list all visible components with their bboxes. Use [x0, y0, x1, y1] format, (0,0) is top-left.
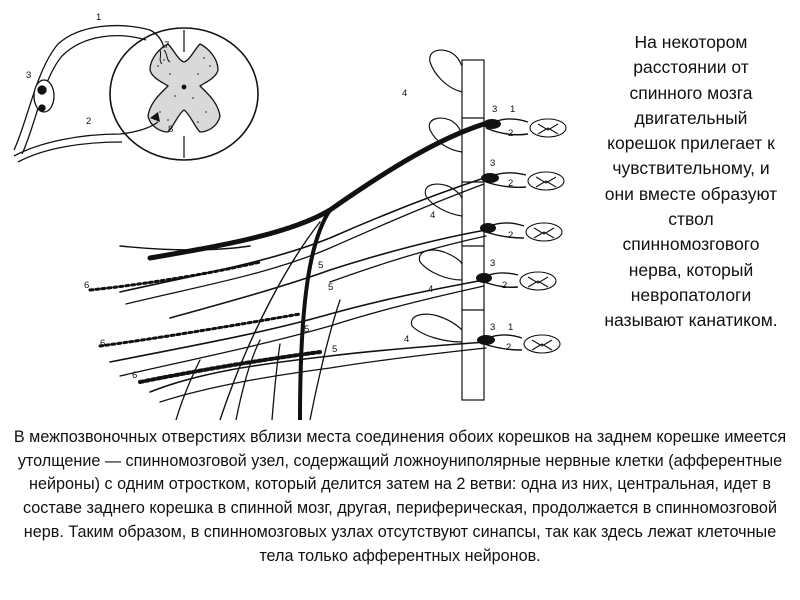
label-5-c: 5 [304, 324, 309, 335]
inset-label-7: 7 [164, 40, 169, 51]
spinal-segment-1 [529, 118, 567, 138]
nerve-trunks [88, 121, 487, 420]
inset-reflex-neurons [13, 24, 171, 163]
seg2-label-2: 2 [508, 178, 513, 189]
spinal-nerve-diagram: 1 2 3 7 8 [13, 12, 567, 420]
spinal-ganglion-2 [481, 173, 499, 183]
spinal-ganglion-5 [477, 335, 495, 345]
bottom-description-text: В межпозвоночных отверстиях вблизи места… [13, 428, 787, 565]
spinal-segments [519, 118, 567, 354]
inset-label-8: 8 [168, 124, 173, 135]
inset-label-3: 3 [26, 70, 31, 81]
label-4-d: 4 [404, 334, 409, 345]
spinal-segment-5 [523, 334, 561, 354]
spinal-ganglion-1 [483, 119, 501, 129]
spinal-segment-3 [525, 222, 563, 242]
inset-label-1: 1 [96, 12, 101, 23]
label-5-b: 5 [328, 282, 333, 293]
inset-label-2: 2 [86, 116, 91, 127]
seg4-label-2: 2 [502, 280, 507, 291]
seg2-label-3: 3 [490, 158, 495, 169]
label-5-a: 5 [318, 260, 323, 271]
label-6-a: 6 [84, 280, 89, 291]
spinal-segment-4 [519, 271, 557, 291]
label-4-b: 4 [430, 210, 435, 221]
side-description-text: На некотором расстоянии от спинного мозг… [604, 32, 778, 331]
label-4-a: 4 [402, 88, 407, 99]
spinal-cord-cross-section [109, 27, 259, 161]
spinal-ganglion-3 [480, 223, 496, 233]
seg1-label-1: 1 [510, 104, 515, 115]
label-5-d: 5 [332, 344, 337, 355]
seg1-label-2: 2 [508, 128, 513, 139]
seg5-label-2: 2 [506, 342, 511, 353]
label-6-b: 6 [100, 338, 105, 349]
label-6-c: 6 [132, 370, 137, 381]
seg1-label-3: 3 [492, 104, 497, 115]
label-4-c: 4 [428, 284, 433, 295]
seg5-label-1: 1 [508, 322, 513, 333]
vertebral-column [410, 49, 485, 401]
seg4-label-3: 3 [490, 258, 495, 269]
spinal-segment-2 [527, 171, 565, 191]
seg5-label-3: 3 [490, 322, 495, 333]
seg3-label-2: 2 [508, 230, 513, 241]
